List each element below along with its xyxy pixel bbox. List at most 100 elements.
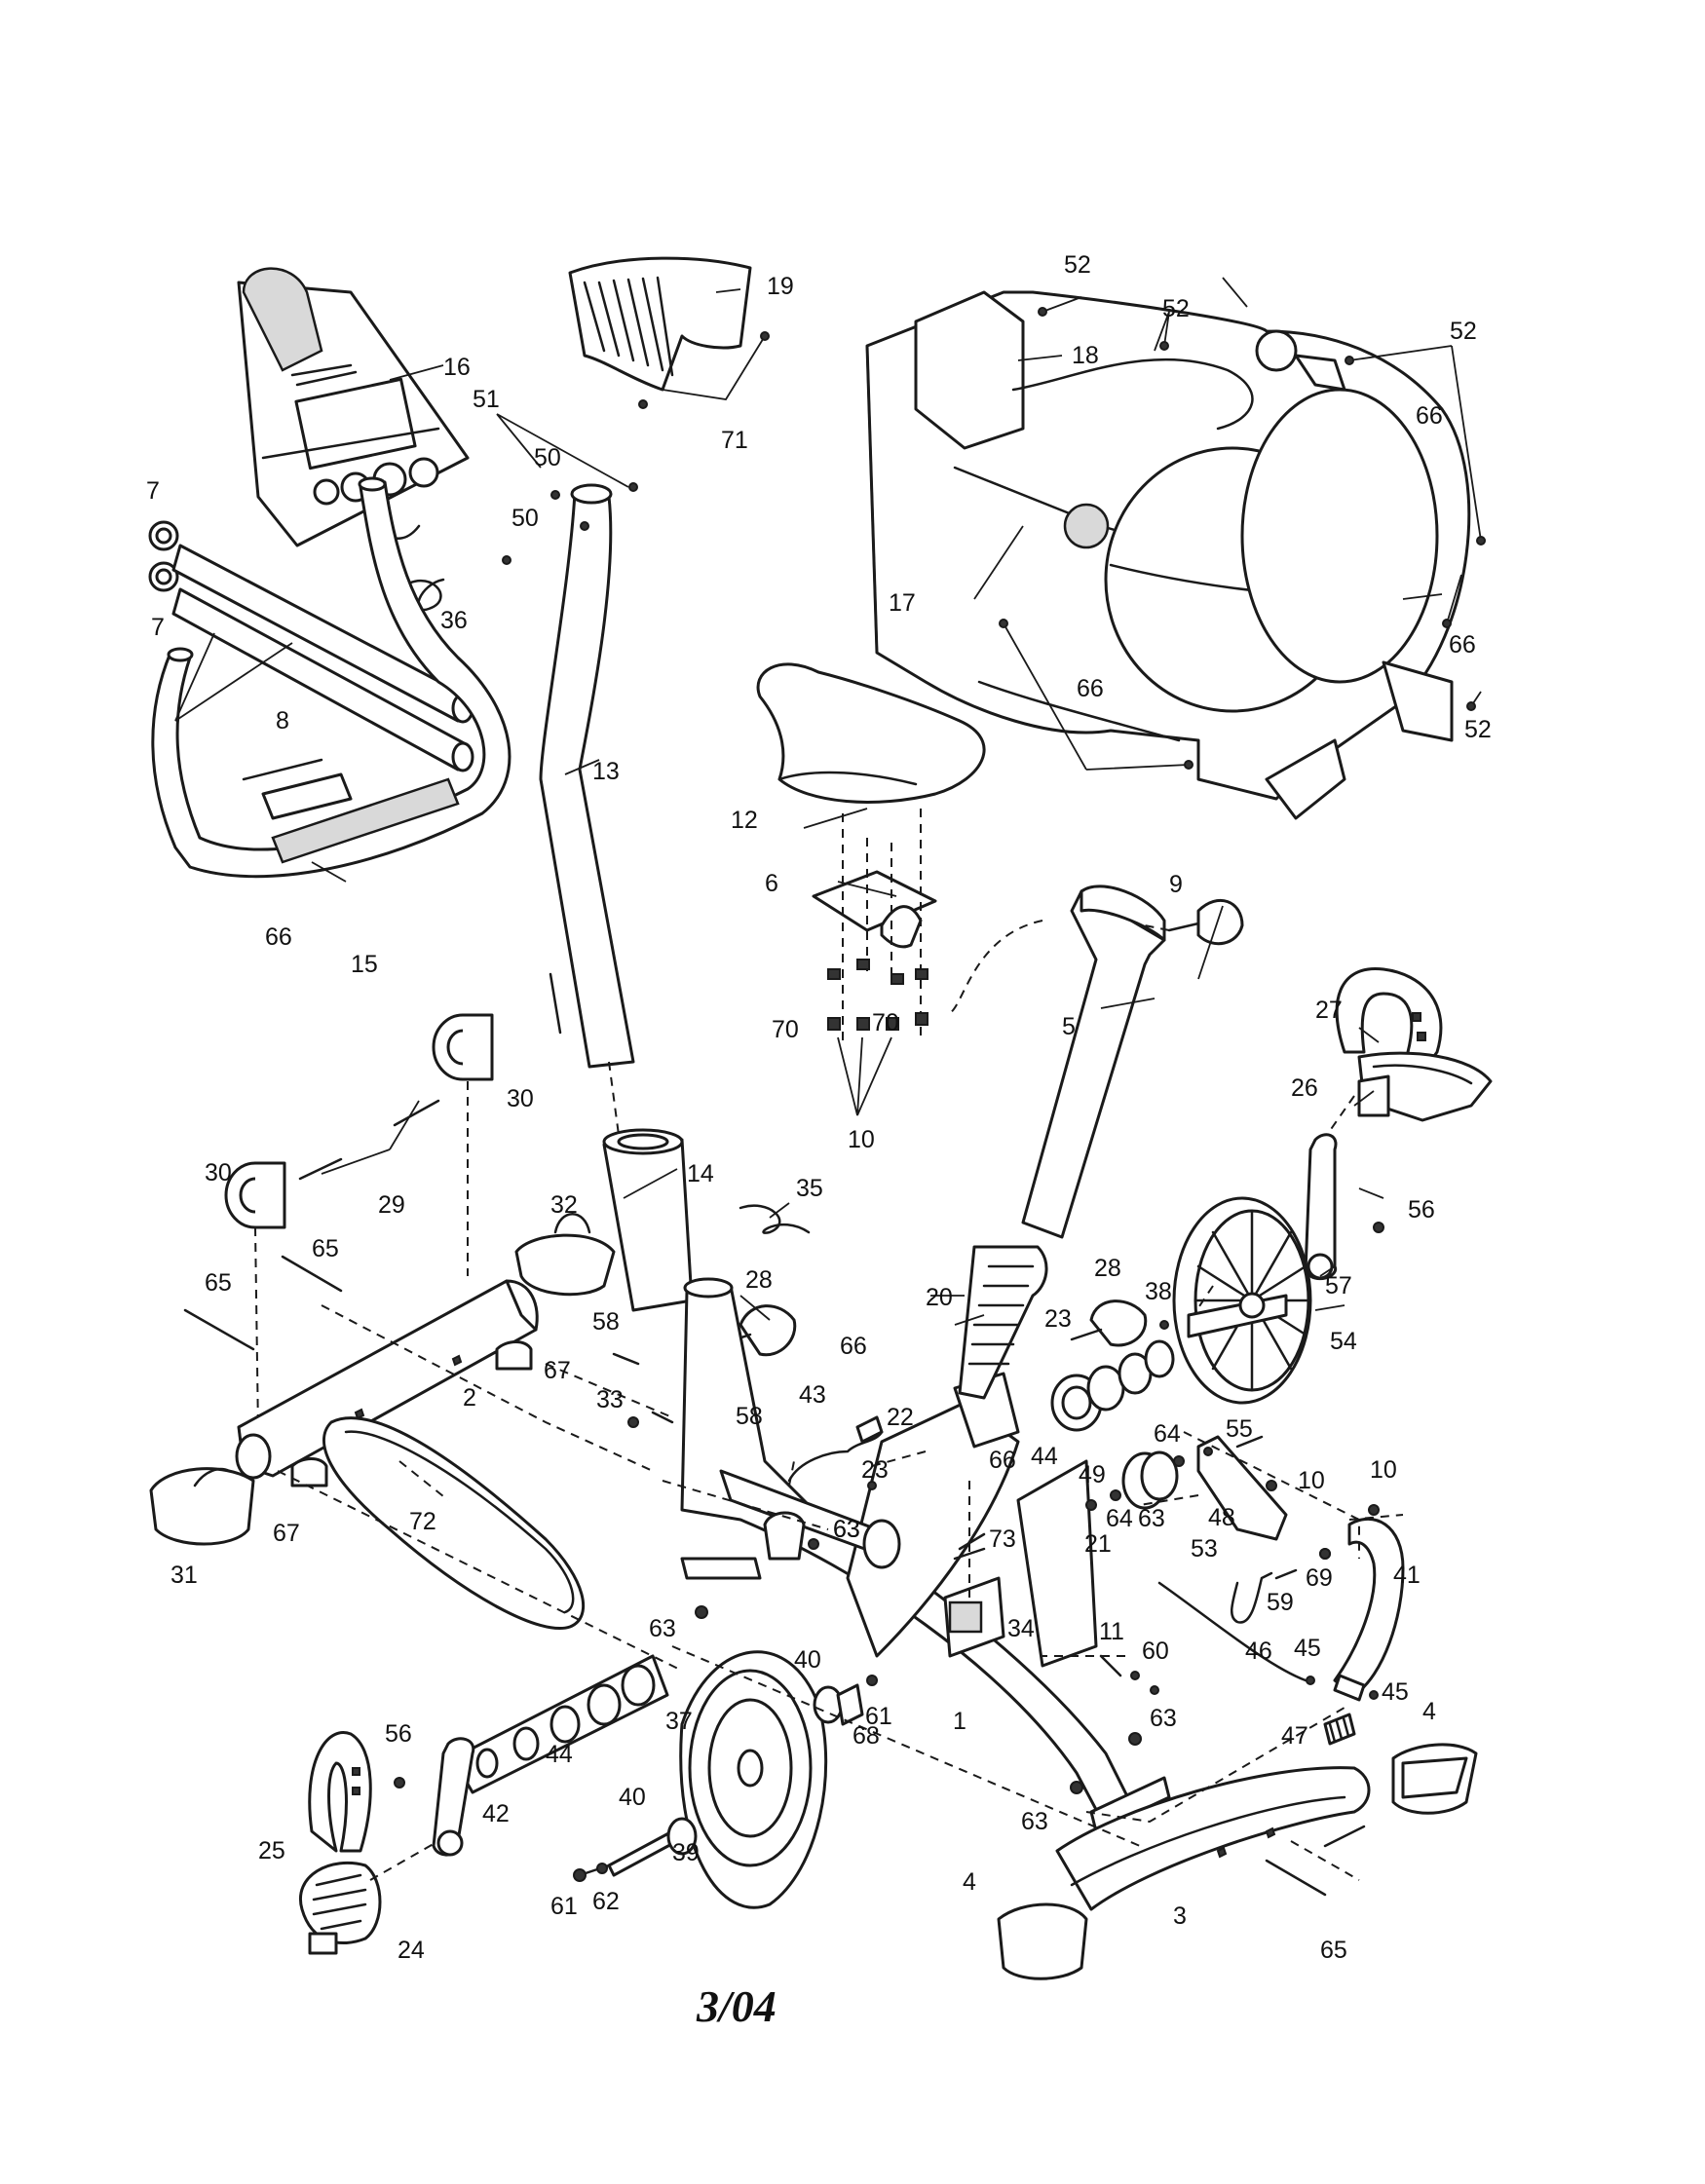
callout-41: 41 [1393, 1562, 1421, 1589]
spring-part-47 [1323, 1713, 1356, 1746]
callout-7: 7 [146, 477, 160, 505]
sleeve-part-14 [602, 1061, 694, 1312]
callout-72: 72 [409, 1508, 436, 1535]
console-part-16 [237, 267, 470, 547]
callout-63: 63 [649, 1615, 676, 1642]
callout-63: 63 [833, 1516, 860, 1543]
tension-knob-part-28 [719, 1299, 1148, 1357]
flywheel-axle-39-40 [573, 1675, 878, 1882]
callout-16: 16 [443, 354, 471, 381]
pedal-part-26 [1319, 1051, 1493, 1146]
callout-58: 58 [592, 1308, 620, 1336]
callout-49: 49 [1079, 1461, 1106, 1488]
callout-11: 11 [1099, 1618, 1124, 1645]
sensor-wire-part-43 [787, 1430, 884, 1487]
bracket-part-73-34 [953, 1481, 986, 1598]
bolts-29-65 [183, 1081, 469, 1433]
callout-34: 34 [1007, 1615, 1035, 1642]
callout-4: 4 [963, 1868, 976, 1896]
idler-wheel-part-49 [1085, 1450, 1185, 1511]
callout-58: 58 [736, 1403, 763, 1430]
callout-30: 30 [205, 1159, 232, 1186]
end-cap-part-4 [997, 1743, 1478, 1980]
callout-66: 66 [1416, 402, 1443, 430]
callout-65: 65 [1320, 1937, 1347, 1964]
callout-22: 22 [887, 1404, 914, 1431]
callout-10: 10 [848, 1126, 875, 1153]
callout-1: 1 [953, 1708, 966, 1735]
pedal-strap-part-27 [1335, 966, 1443, 1073]
callout-32: 32 [550, 1191, 578, 1219]
bolts-55-59-69-11-60 [1099, 1431, 1360, 1695]
callout-40: 40 [619, 1784, 646, 1811]
callout-66: 66 [840, 1333, 867, 1360]
handlebar-part-15 [151, 476, 512, 879]
callout-73: 73 [989, 1525, 1016, 1553]
callout-54: 54 [1330, 1328, 1357, 1355]
callout-28: 28 [1094, 1255, 1121, 1282]
callout-63: 63 [1138, 1505, 1165, 1532]
callout-62: 62 [592, 1888, 620, 1915]
foam-grip-part-8 [171, 544, 474, 772]
callout-44: 44 [546, 1741, 573, 1768]
callout-33: 33 [596, 1386, 624, 1413]
callout-63: 63 [1021, 1808, 1048, 1835]
end-cap-part-31 [149, 1467, 255, 1546]
front-stabilizer-part-2 [235, 1279, 539, 1480]
callout-68: 68 [852, 1722, 880, 1750]
callout-27: 27 [1315, 997, 1343, 1024]
pulley-part-54 [1172, 1196, 1312, 1405]
callout-31: 31 [170, 1562, 198, 1589]
seat-nuts-70-10 [827, 959, 928, 1116]
callout-8: 8 [276, 707, 289, 734]
callout-66: 66 [1449, 631, 1476, 659]
callout-36: 36 [440, 607, 468, 634]
callout-71: 71 [721, 427, 748, 454]
callout-19: 19 [767, 273, 794, 300]
callout-35: 35 [796, 1175, 823, 1202]
callout-25: 25 [258, 1837, 285, 1864]
callout-26: 26 [1291, 1074, 1318, 1102]
seat-part-12 [756, 662, 986, 804]
callout-21: 21 [1084, 1530, 1112, 1558]
callout-42: 42 [482, 1800, 510, 1827]
revision-date: 3/04 [696, 1981, 777, 2031]
callout-37: 37 [665, 1708, 693, 1735]
callout-12: 12 [731, 807, 758, 834]
callout-65: 65 [205, 1269, 232, 1297]
seat-post-part-5 [1021, 885, 1166, 1239]
callout-52: 52 [1064, 251, 1091, 279]
callout-63: 63 [833, 1516, 860, 1543]
callout-14: 14 [687, 1160, 714, 1187]
magnet-part-20 [958, 1245, 1048, 1400]
callout-51: 51 [473, 386, 500, 413]
callout-59: 59 [1267, 1589, 1294, 1616]
belt-part-72 [322, 1416, 586, 1630]
pedal-strap-part-25 [308, 1731, 372, 1853]
callout-18: 18 [1072, 342, 1099, 369]
callout-53: 53 [1191, 1535, 1218, 1563]
rear-stabilizer-part-3 [1055, 1766, 1371, 1911]
callout-60: 60 [1142, 1638, 1169, 1665]
seat-carriage-part-6 [812, 809, 937, 1042]
callout-69: 69 [1306, 1564, 1333, 1592]
callout-66: 66 [1077, 675, 1104, 702]
idler-bracket-part-48 [1196, 1435, 1288, 1541]
end-cap-part-32 [514, 1213, 616, 1297]
callout-17: 17 [889, 589, 916, 617]
leveler-part-67 [290, 1340, 533, 1487]
callout-7: 7 [151, 614, 165, 641]
callout-23: 23 [1044, 1305, 1072, 1333]
frame-part-1 [680, 1277, 1171, 1848]
wire-part-35 [739, 1204, 811, 1234]
callout-65: 65 [312, 1235, 339, 1262]
callout-40: 40 [794, 1646, 821, 1674]
bearing-set-part-44-left [451, 1654, 669, 1794]
callout-56: 56 [1408, 1196, 1435, 1224]
callout-2: 2 [463, 1384, 476, 1412]
callout-48: 48 [1208, 1504, 1235, 1531]
callout-63: 63 [1150, 1705, 1177, 1732]
callout-57: 57 [1325, 1272, 1352, 1299]
pedal-part-24 [298, 1840, 439, 1955]
